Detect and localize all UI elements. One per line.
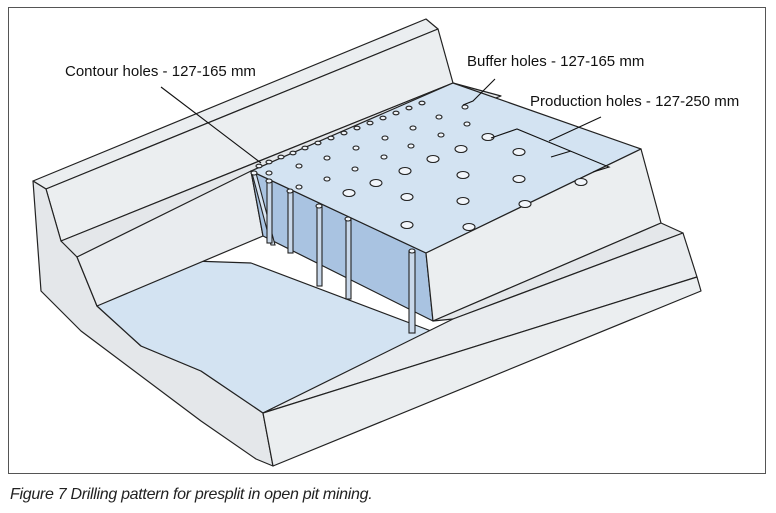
figure-frame: Contour holes - 127-165 mm Buffer holes … — [8, 7, 766, 474]
production-holes — [342, 132, 588, 232]
figure-caption: Figure 7 Drilling pattern for presplit i… — [10, 486, 373, 503]
buffer-holes-label: Buffer holes - 127-165 mm — [467, 53, 645, 70]
buffer-leader — [462, 78, 496, 106]
open-pit-diagram — [32, 18, 702, 467]
buffer-holes — [265, 104, 471, 190]
production-bracket — [490, 128, 611, 173]
front-edge — [262, 276, 702, 467]
production-holes-label: Production holes - 127-250 mm — [530, 93, 740, 110]
production-leader — [548, 116, 602, 142]
contour-holes-label: Contour holes - 127-165 mm — [65, 63, 256, 80]
contour-leader — [160, 86, 262, 164]
contour-holes — [255, 100, 426, 169]
production-bracket-tick — [550, 150, 572, 158]
presplit-drill-holes — [250, 170, 416, 334]
